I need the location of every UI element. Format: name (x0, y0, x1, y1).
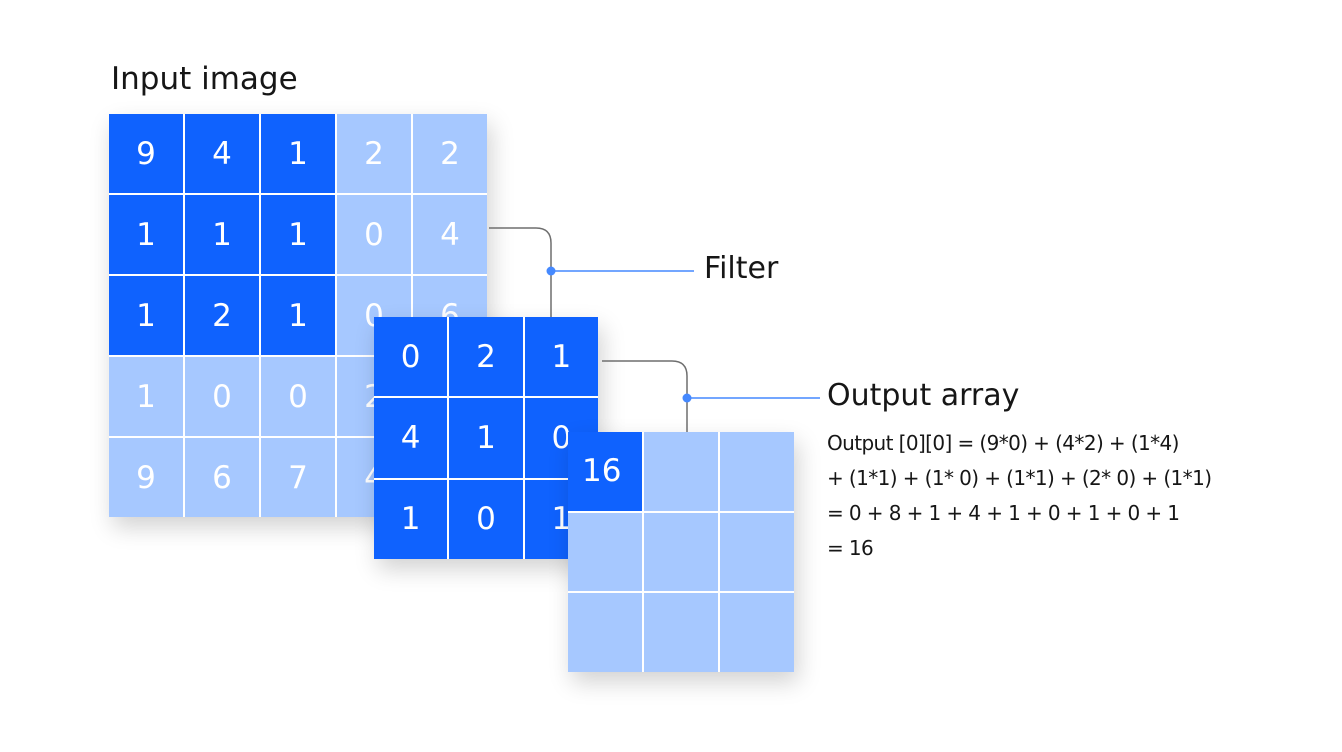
input-cell-r1-c2: 1 (261, 195, 335, 274)
input-cell-r1-c0: 1 (109, 195, 183, 274)
equation-line: = 0 + 8 + 1 + 4 + 1 + 0 + 1 + 0 + 1 (827, 501, 1180, 525)
input-cell-r2-c2: 1 (261, 276, 335, 355)
filter-bracket-line (489, 227, 552, 318)
input-cell-r4-c0: 9 (109, 438, 183, 517)
output-cell-r2-c2 (720, 593, 794, 672)
input-cell-r3-c1: 0 (185, 357, 259, 436)
output-array-grid: 16 (568, 432, 794, 672)
output-bracket-line (602, 360, 688, 434)
output-cell-r0-c0: 16 (568, 432, 642, 511)
input-cell-r0-c1: 4 (185, 114, 259, 193)
input-cell-r3-c2: 0 (261, 357, 335, 436)
input-cell-r0-c2: 1 (261, 114, 335, 193)
filter-label: Filter (704, 251, 779, 286)
input-cell-r1-c1: 1 (185, 195, 259, 274)
filter-cell-r1-c0: 4 (374, 398, 448, 478)
input-cell-r4-c1: 6 (185, 438, 259, 517)
output-cell-r1-c2 (720, 512, 794, 592)
output-cell-r0-c2 (720, 432, 794, 511)
input-image-grid: 94122111041210610029674 (109, 114, 487, 517)
output-cell-r0-c1 (644, 432, 718, 511)
output-cell-r1-c0 (568, 512, 642, 592)
filter-pointer-dot (546, 266, 556, 276)
output-cell-r2-c0 (568, 593, 642, 672)
output-pointer-dot (682, 393, 692, 403)
equation-line: Output [0][0] = (9*0) + (4*2) + (1*4) (827, 431, 1179, 455)
input-image-title: Input image (111, 61, 298, 97)
input-cell-r1-c4: 4 (413, 195, 487, 274)
output-equation: Output [0][0] = (9*0) + (4*2) + (1*4) + … (827, 426, 1212, 566)
filter-cell-r2-c1: 0 (449, 479, 523, 559)
input-cell-r2-c1: 2 (185, 276, 259, 355)
input-cell-r0-c4: 2 (413, 114, 487, 193)
equation-line: + (1*1) + (1* 0) + (1*1) + (2* 0) + (1*1… (827, 466, 1212, 490)
output-cell-r1-c1 (644, 512, 718, 592)
filter-cell-r1-c1: 1 (449, 398, 523, 478)
input-cell-r3-c0: 1 (109, 357, 183, 436)
input-cell-r0-c0: 9 (109, 114, 183, 193)
equation-line: = 16 (827, 536, 874, 560)
input-cell-r1-c3: 0 (337, 195, 411, 274)
filter-cell-r0-c2: 1 (524, 317, 598, 397)
input-cell-r0-c3: 2 (337, 114, 411, 193)
input-cell-r2-c0: 1 (109, 276, 183, 355)
output-array-title: Output array (827, 378, 1020, 413)
output-cell-r2-c1 (644, 593, 718, 672)
filter-cell-r0-c1: 2 (449, 317, 523, 397)
filter-cell-r2-c0: 1 (374, 479, 448, 559)
input-cell-r4-c2: 7 (261, 438, 335, 517)
filter-cell-r0-c0: 0 (374, 317, 448, 397)
